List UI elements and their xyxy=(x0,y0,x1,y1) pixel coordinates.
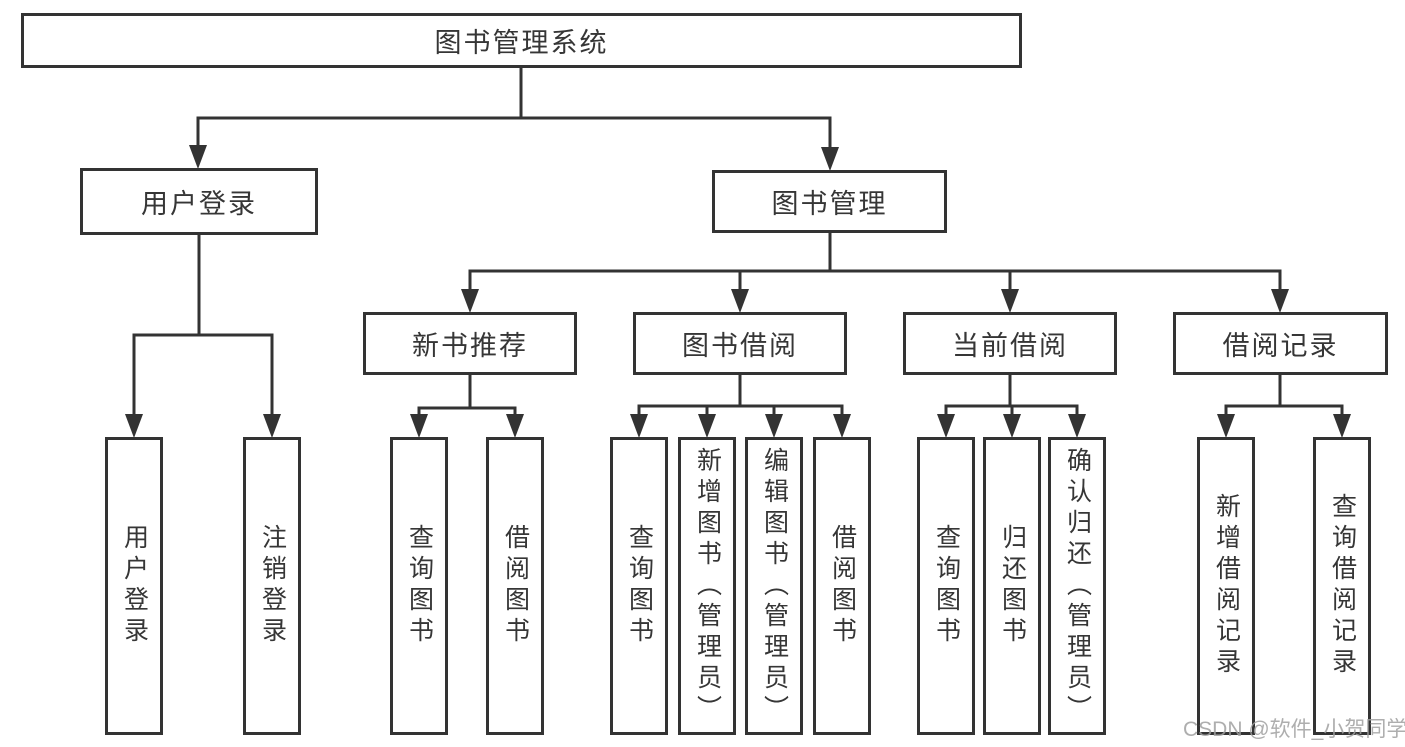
leaf-add-book-admin: 新增图书（管理员） xyxy=(678,437,736,735)
leaf-borrow-book-2: 借阅图书 xyxy=(813,437,871,735)
leaf-add-book-admin-label: 新增图书（管理员） xyxy=(693,446,722,726)
leaf-query-borrow-record: 查询借阅记录 xyxy=(1313,437,1371,735)
leaf-query-book-3-label: 查询图书 xyxy=(932,524,961,648)
leaf-query-book-1: 查询图书 xyxy=(390,437,448,735)
leaf-query-book-3: 查询图书 xyxy=(917,437,975,735)
node-root: 图书管理系统 xyxy=(21,13,1022,68)
leaf-user-login: 用户登录 xyxy=(105,437,163,735)
node-book-borrow: 图书借阅 xyxy=(633,312,847,375)
node-book-management-label: 图书管理 xyxy=(771,189,888,219)
leaf-add-borrow-record: 新增借阅记录 xyxy=(1197,437,1255,735)
leaf-borrow-book-1: 借阅图书 xyxy=(486,437,544,735)
leaf-query-borrow-record-label: 查询借阅记录 xyxy=(1328,493,1357,679)
node-current-borrow-label: 当前借阅 xyxy=(952,331,1068,361)
leaf-borrow-book-2-label: 借阅图书 xyxy=(828,524,857,648)
leaf-confirm-return-admin: 确认归还（管理员） xyxy=(1048,437,1106,735)
node-book-management: 图书管理 xyxy=(712,170,947,233)
leaf-user-login-label: 用户登录 xyxy=(120,524,149,648)
leaf-logout: 注销登录 xyxy=(243,437,301,735)
node-borrow-record-label: 借阅记录 xyxy=(1222,331,1339,361)
leaf-edit-book-admin-label: 编辑图书（管理员） xyxy=(760,446,789,726)
node-user-login-label: 用户登录 xyxy=(141,189,257,219)
leaf-query-book-2: 查询图书 xyxy=(610,437,668,735)
node-root-label: 图书管理系统 xyxy=(434,28,609,58)
node-book-borrow-label: 图书借阅 xyxy=(682,331,798,361)
node-new-book-recommend: 新书推荐 xyxy=(363,312,577,375)
leaf-return-book-label: 归还图书 xyxy=(998,524,1027,648)
leaf-logout-label: 注销登录 xyxy=(258,524,287,648)
leaf-edit-book-admin: 编辑图书（管理员） xyxy=(745,437,803,735)
node-current-borrow: 当前借阅 xyxy=(903,312,1117,375)
node-borrow-record: 借阅记录 xyxy=(1173,312,1388,375)
node-user-login: 用户登录 xyxy=(80,168,318,235)
leaf-return-book: 归还图书 xyxy=(983,437,1041,735)
leaf-query-book-2-label: 查询图书 xyxy=(625,524,654,648)
leaf-borrow-book-1-label: 借阅图书 xyxy=(501,524,530,648)
leaf-query-book-1-label: 查询图书 xyxy=(405,524,434,648)
leaf-confirm-return-admin-label: 确认归还（管理员） xyxy=(1063,446,1092,726)
node-new-book-recommend-label: 新书推荐 xyxy=(412,331,528,361)
csdn-watermark: CSDN @软件_小贺同学 xyxy=(1183,718,1405,741)
leaf-add-borrow-record-label: 新增借阅记录 xyxy=(1212,493,1241,679)
